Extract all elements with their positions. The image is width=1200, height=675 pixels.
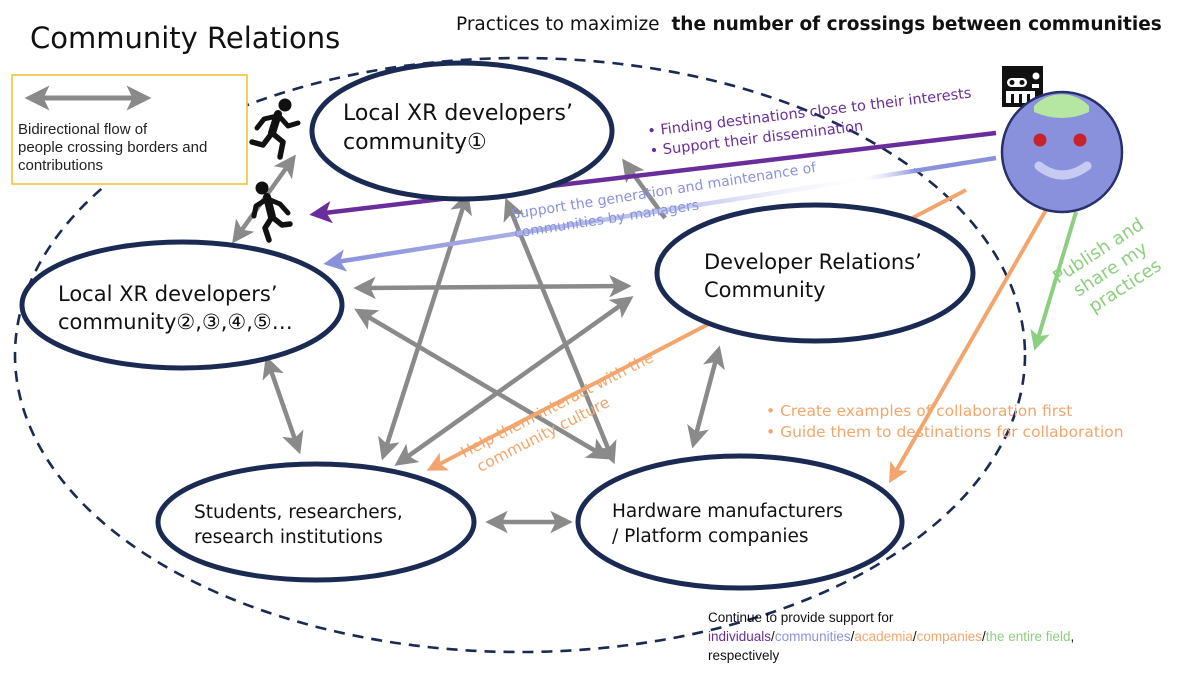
smiley-avatar-icon — [1000, 90, 1124, 214]
node-devrel-line2: Community — [704, 278, 826, 302]
heading-emphasis: the number of crossings between communit… — [671, 14, 1161, 35]
footer-separator: / — [851, 629, 855, 644]
node-hardware: Hardware manufacturers / Platform compan… — [575, 453, 905, 591]
footer-target-academia: academia — [854, 629, 913, 644]
page-title: Community Relations — [30, 21, 340, 55]
node-community-1: Local XR developers’ community① — [309, 60, 615, 202]
annotation-field: Publish and share my practices — [1049, 214, 1165, 317]
annotation-individuals: • Finding destinations close to their in… — [647, 85, 973, 159]
annotation-academia: Help them interact with the community cu… — [458, 348, 657, 475]
runner-icon — [249, 98, 301, 160]
connection-arrows — [232, 154, 725, 534]
runner-icon — [251, 181, 293, 243]
arrow-devrel-to-students — [394, 296, 634, 466]
node-hardware-line2: / Platform companies — [612, 526, 809, 547]
heading-prefix: Practices to maximize — [456, 14, 660, 35]
arrow-companies — [889, 209, 1048, 484]
node-students-line2: research institutions — [194, 527, 383, 548]
arrow-communities — [323, 155, 997, 272]
node-community-many-line1: Local XR developers’ — [58, 282, 278, 306]
node-community-1-line2: community① — [343, 130, 487, 155]
legend-line-2: people crossing borders and — [18, 139, 207, 156]
footer-trailing: , — [1071, 629, 1075, 644]
arrow-field — [1030, 211, 1078, 351]
arrow-c1-to-students — [378, 191, 472, 461]
legend-line-1: Bidirectional flow of — [18, 121, 148, 138]
footer-target-individuals: individuals — [708, 629, 771, 644]
arrow-individuals — [309, 130, 997, 224]
footer-line-2: individuals/communities/academia/compani… — [708, 629, 1074, 644]
legend-box: Bidirectional flow of people crossing bo… — [11, 74, 248, 185]
legend-line-3: contributions — [18, 157, 103, 174]
footer-target-communities: communities — [775, 629, 851, 644]
node-community-many: Local XR developers’ community②,③,④,⑤… — [19, 239, 345, 371]
node-hardware-line1: Hardware manufacturers — [612, 501, 843, 522]
footer-separator: / — [982, 629, 986, 644]
footer-line-1: Continue to provide support for — [708, 610, 894, 625]
node-students-line1: Students, researchers, — [194, 502, 403, 523]
arrow-many-to-students — [262, 355, 304, 455]
annotation-companies-line2: • Guide them to destinations for collabo… — [766, 423, 1124, 441]
field-boundary — [13, 56, 1027, 654]
footer-separator: / — [913, 629, 917, 644]
footer-separator: / — [771, 629, 775, 644]
node-devrel: Developer Relations’ Community — [654, 202, 976, 344]
footer-target-companies: companies — [917, 629, 983, 644]
annotation-companies-line1: • Create examples of collaboration first — [766, 402, 1072, 420]
node-community-1-line1: Local XR developers’ — [343, 101, 573, 126]
annotation-companies: • Create examples of collaboration first… — [766, 402, 1124, 441]
node-devrel-line1: Developer Relations’ — [704, 250, 922, 274]
annotation-academia-line1: Help them interact with the — [458, 348, 657, 461]
footer-note: Continue to provide support for individu… — [708, 610, 1074, 663]
node-community-many-line2: community②,③,④,⑤… — [58, 310, 293, 334]
arrow-devrel-to-hardware — [687, 345, 725, 449]
footer-line-3: respectively — [708, 648, 780, 663]
page-heading: Practices to maximize the number of cros… — [456, 14, 1162, 35]
footer-target-entire-field: the entire field — [986, 629, 1071, 644]
arrow-many-to-devrel — [353, 274, 632, 300]
node-students: Students, researchers, research institut… — [155, 461, 477, 583]
